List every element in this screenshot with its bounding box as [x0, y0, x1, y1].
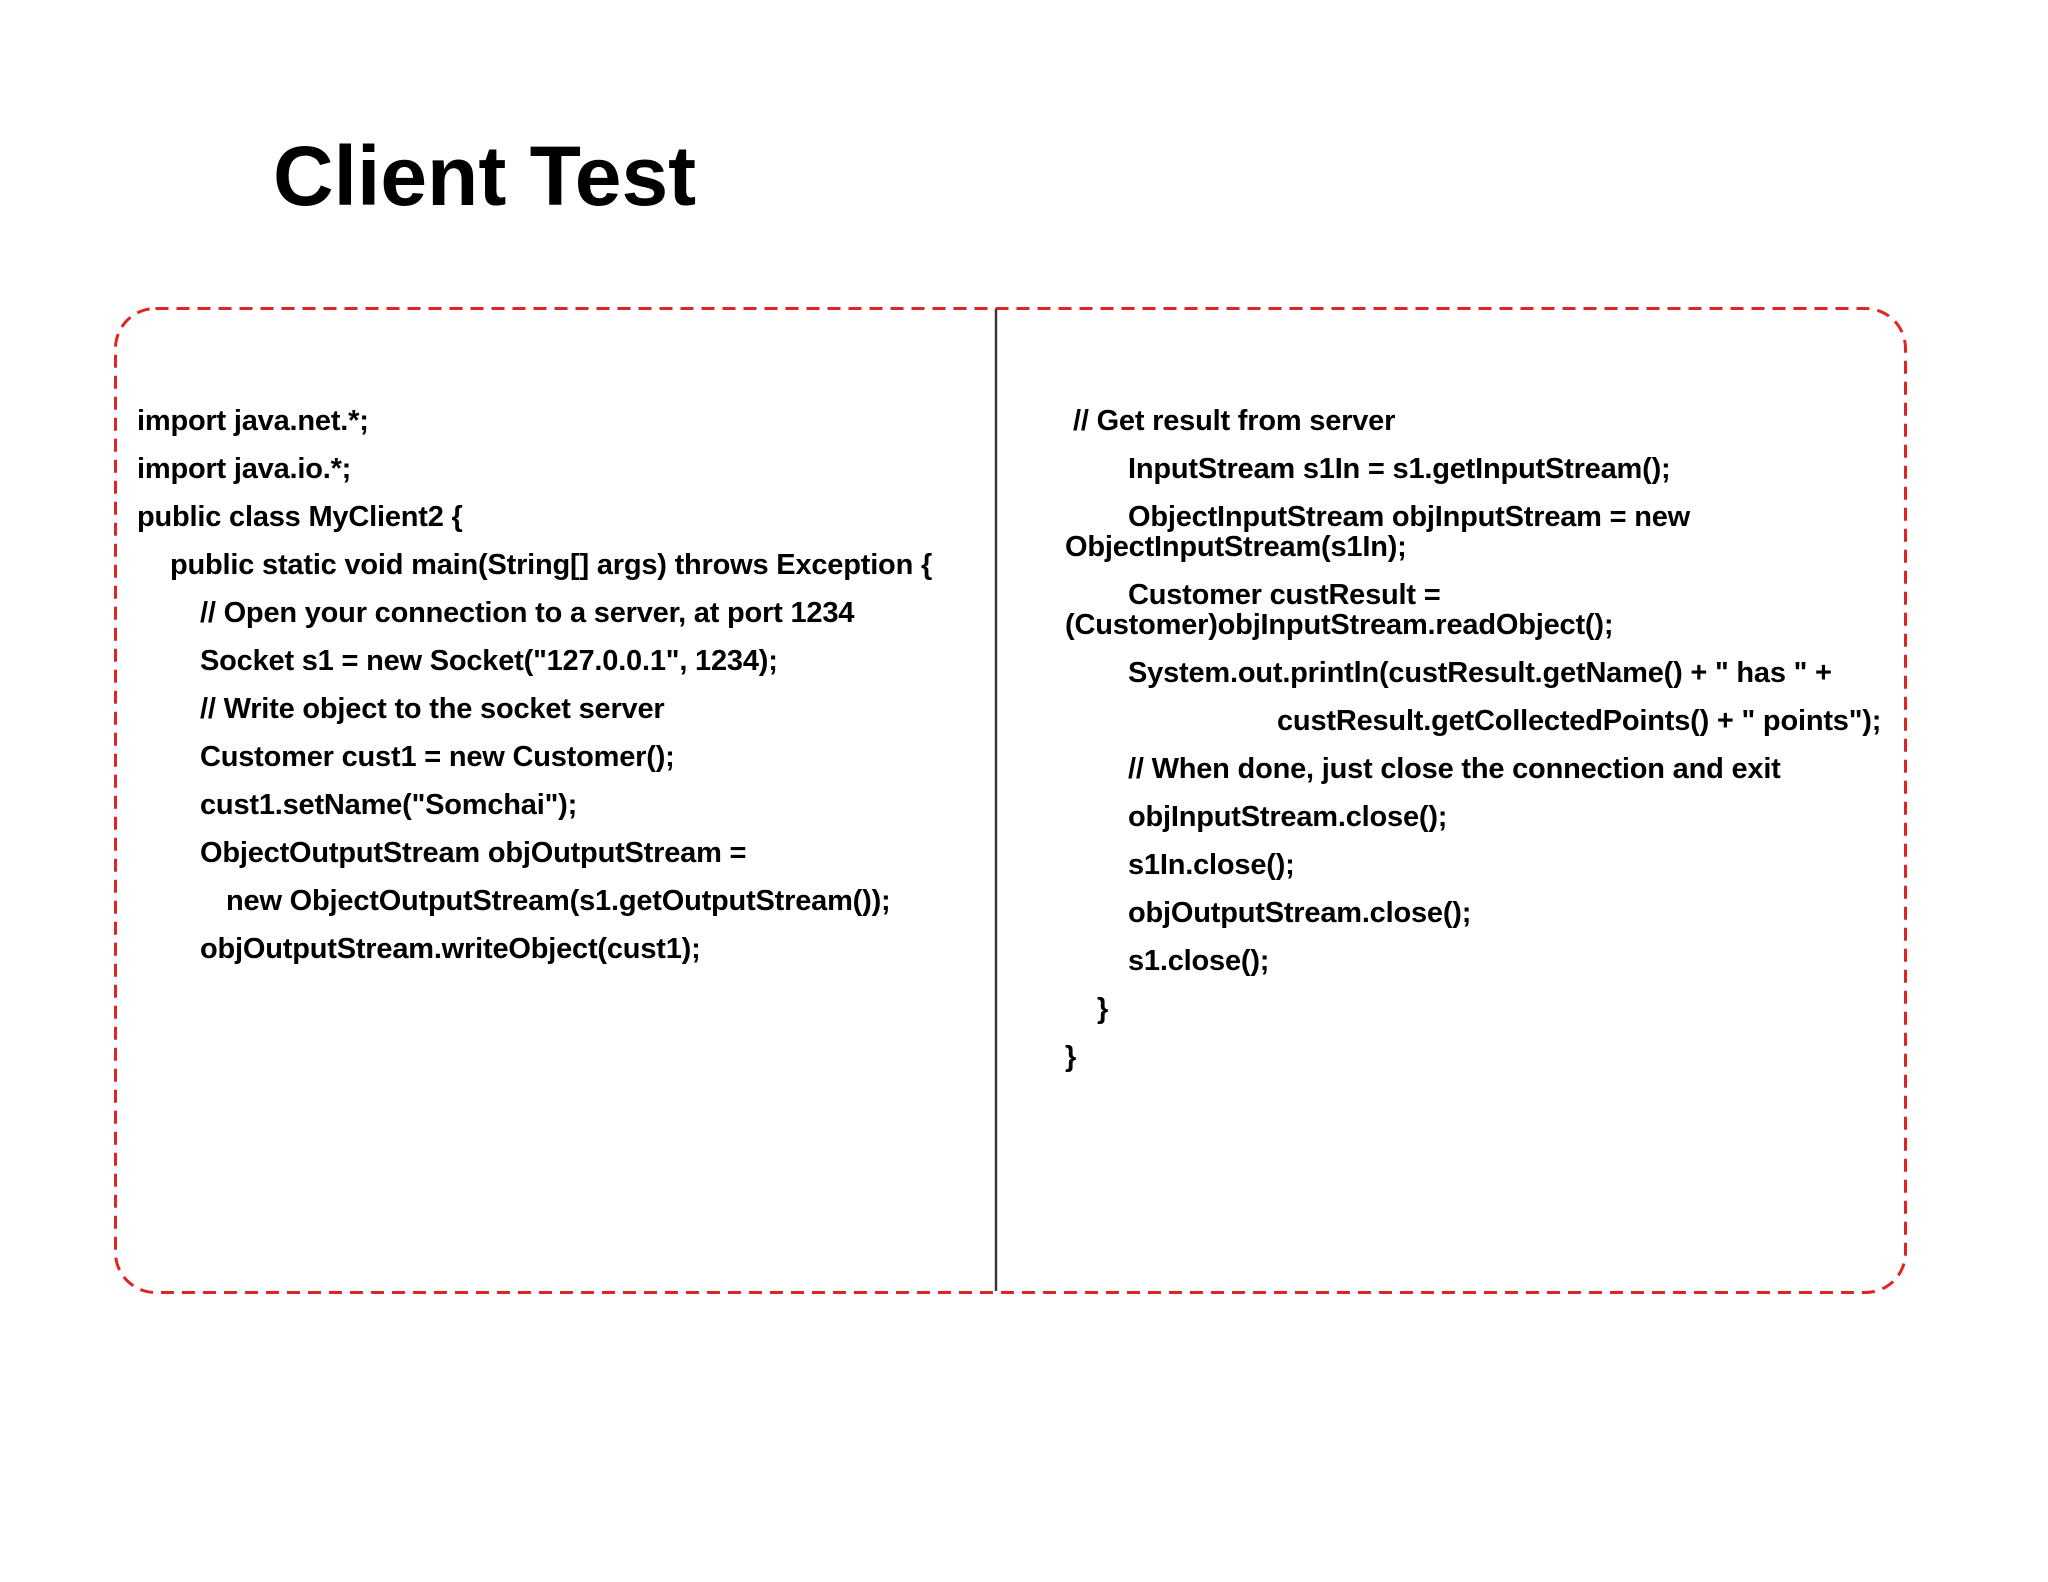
code-line: import java.io.*;	[137, 453, 352, 485]
code-line: // Get result from server	[1073, 405, 1396, 437]
page-title: Client Test	[273, 129, 697, 223]
code-line: // Write object to the socket server	[200, 693, 665, 725]
code-line: custResult.getCollectedPoints() + " poin…	[1277, 705, 1882, 737]
code-line: cust1.setName("Somchai");	[200, 789, 578, 821]
code-line: Customer custResult =	[1128, 579, 1441, 611]
code-line: Socket s1 = new Socket("127.0.0.1", 1234…	[200, 645, 778, 677]
code-line: objOutputStream.writeObject(cust1);	[200, 933, 701, 965]
code-line: Customer cust1 = new Customer();	[200, 741, 675, 773]
code-line: objInputStream.close();	[1128, 801, 1448, 833]
code-line: InputStream s1In = s1.getInputStream();	[1128, 453, 1671, 485]
code-line: ObjectInputStream(s1In);	[1065, 531, 1407, 563]
code-line: objOutputStream.close();	[1128, 897, 1472, 929]
code-line: public class MyClient2 {	[137, 501, 463, 533]
code-line: s1.close();	[1128, 945, 1270, 977]
code-line: // When done, just close the connection …	[1128, 753, 1781, 785]
code-line: public static void main(String[] args) t…	[170, 549, 933, 581]
code-line: s1In.close();	[1128, 849, 1295, 881]
code-line: // Open your connection to a server, at …	[200, 597, 855, 629]
code-line: (Customer)objInputStream.readObject();	[1065, 609, 1614, 641]
code-line: System.out.println(custResult.getName() …	[1128, 657, 1832, 689]
code-line: ObjectOutputStream objOutputStream =	[200, 837, 747, 869]
code-line: }	[1097, 993, 1109, 1025]
code-line: ObjectInputStream objInputStream = new	[1128, 501, 1691, 533]
code-line: }	[1065, 1041, 1077, 1073]
code-line: new ObjectOutputStream(s1.getOutputStrea…	[226, 885, 891, 917]
code-line: import java.net.*;	[137, 405, 369, 437]
